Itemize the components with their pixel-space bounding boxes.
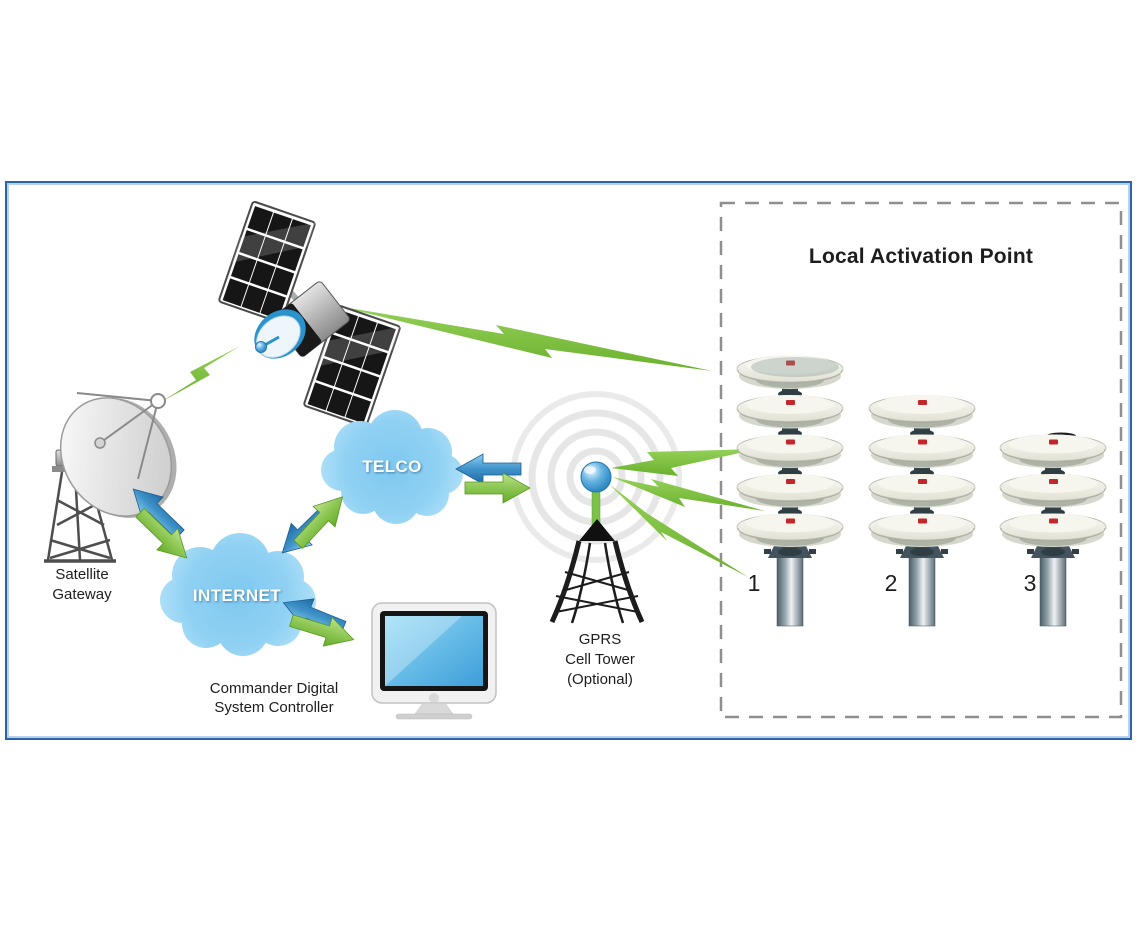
gprs-tower-label-line1: GPRS xyxy=(578,631,622,648)
internet-cloud-label: INTERNET xyxy=(192,586,282,605)
siren-3-number: 3 xyxy=(1023,570,1037,596)
siren-2-number: 2 xyxy=(884,570,898,596)
controller-label: Commander Digital System Controller xyxy=(190,679,358,717)
gprs-tower-label-line3: (Optional) xyxy=(567,671,633,688)
local-activation-title: Local Activation Point xyxy=(808,245,1034,268)
gprs-tower-label-line2: Cell Tower xyxy=(565,651,635,668)
gprs-tower-label: GPRS Cell Tower (Optional) xyxy=(538,630,662,690)
satellite-gateway-label: Satellite Gateway xyxy=(32,565,132,605)
satellite-gateway-label-line1: Satellite xyxy=(55,566,109,583)
siren-1-number: 1 xyxy=(747,570,761,596)
satellite-gateway-label-line2: Gateway xyxy=(52,586,112,603)
controller-label-line2: System Controller xyxy=(214,699,334,716)
telco-cloud-label: TELCO xyxy=(362,457,422,476)
controller-label-line1: Commander Digital xyxy=(209,680,339,697)
